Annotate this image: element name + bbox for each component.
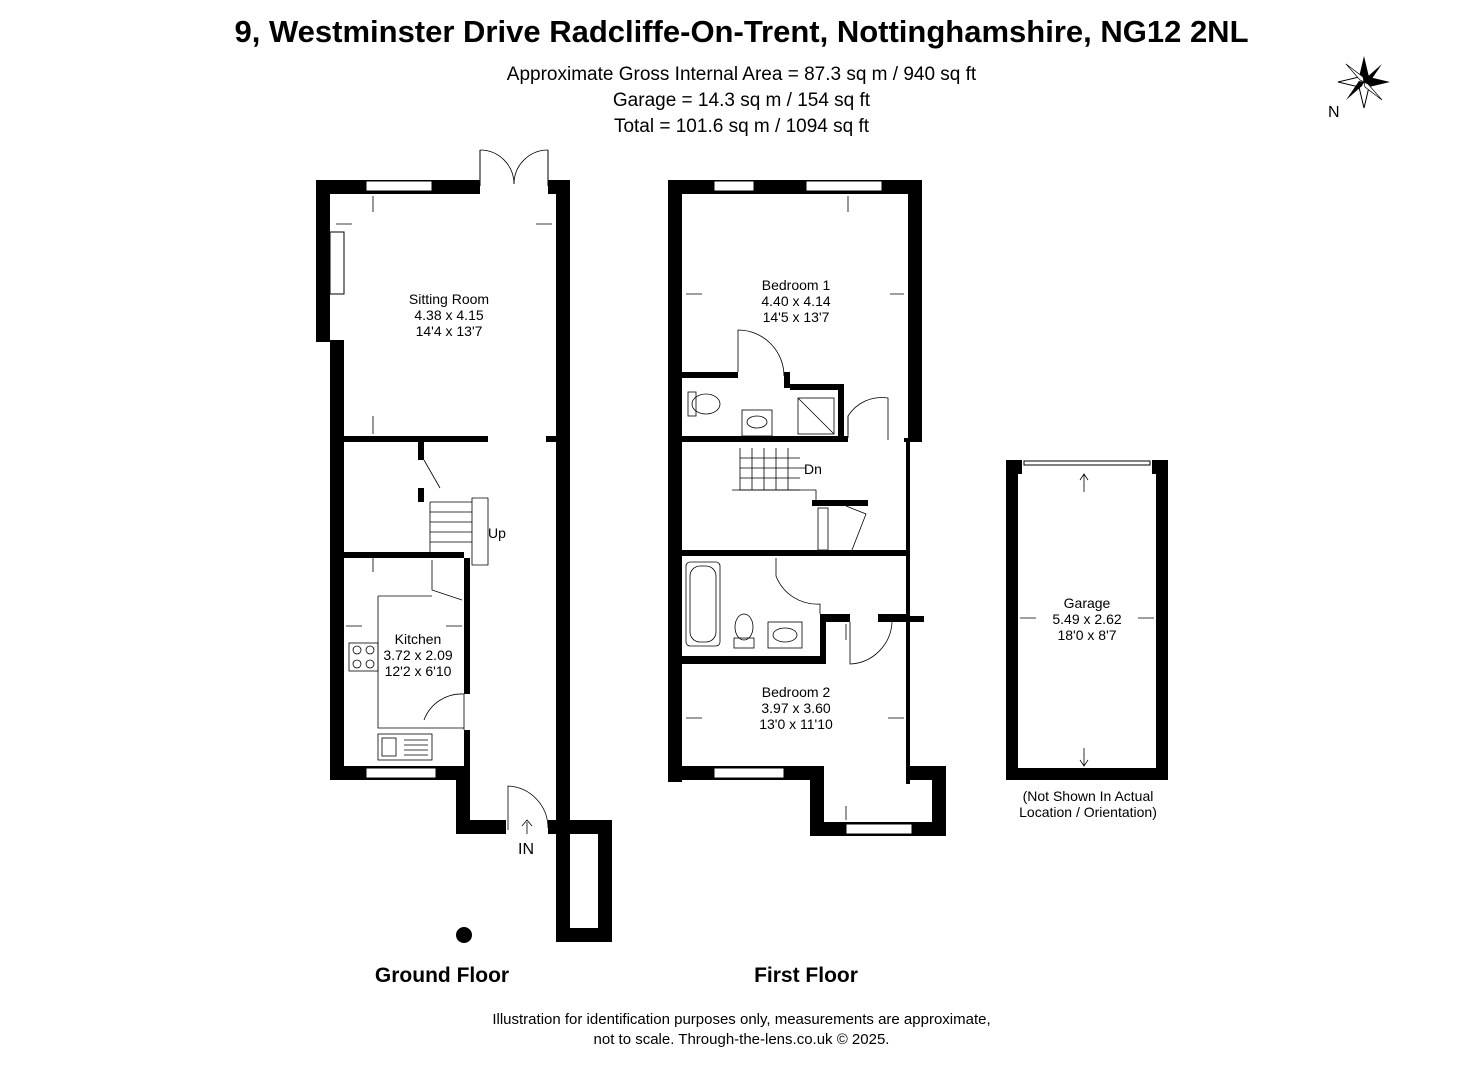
bathroom-toilet-icon [733, 613, 755, 649]
first-floor-label: First Floor [754, 964, 858, 987]
garage-note-line-1: (Not Shown In Actual [1022, 788, 1154, 804]
kitchen-name: Kitchen [394, 631, 442, 647]
garage-name: Garage [1063, 595, 1111, 611]
sitting-room-label: Sitting Room 4.38 x 4.15 14'4 x 13'7 [409, 291, 489, 339]
bedroom-1-label: Bedroom 1 4.40 x 4.14 14'5 x 13'7 [761, 277, 830, 325]
kitchen-metric: 3.72 x 2.09 [383, 647, 453, 663]
ensuite-toilet-icon [687, 391, 721, 417]
entrance-label: IN [518, 841, 534, 858]
total-area: Total = 101.6 sq m / 1094 sq ft [613, 116, 870, 137]
bedroom-1-imperial: 14'5 x 13'7 [762, 309, 830, 325]
bedroom-2-metric: 3.97 x 3.60 [761, 700, 831, 716]
gross-internal-area: Approximate Gross Internal Area = 87.3 s… [506, 64, 977, 85]
garage-area: Garage = 14.3 sq m / 154 sq ft [612, 90, 871, 111]
garage-imperial: 18'0 x 8'7 [1057, 627, 1117, 643]
disclaimer-line-1: Illustration for identification purposes… [492, 1011, 991, 1028]
kitchen-imperial: 12'2 x 6'10 [384, 663, 452, 679]
bathroom-basin-icon [767, 621, 803, 649]
bedroom-2-imperial: 13'0 x 11'10 [759, 716, 833, 732]
shower-tray-icon [797, 397, 835, 435]
garage-note-line-2: Location / Orientation) [1019, 804, 1157, 820]
sitting-room-metric: 4.38 x 4.15 [414, 307, 484, 323]
bedroom-2-name: Bedroom 2 [761, 684, 831, 700]
garage-metric: 5.49 x 2.62 [1052, 611, 1122, 627]
bath-icon [685, 561, 721, 647]
stairs-down-label: Dn [804, 461, 822, 477]
sitting-room-imperial: 14'4 x 13'7 [415, 323, 483, 339]
bedroom-2-label: Bedroom 2 3.97 x 3.60 13'0 x 11'10 [759, 684, 833, 732]
garage-plan [1006, 460, 1168, 780]
ground-floor-label: Ground Floor [374, 964, 510, 987]
first-floor-plan [668, 180, 946, 836]
hob-icon [348, 642, 379, 672]
garage-label: Garage 5.49 x 2.62 18'0 x 8'7 [1052, 595, 1121, 643]
bedroom-1-name: Bedroom 1 [761, 277, 831, 293]
kitchen-sink-icon [377, 733, 433, 761]
stairs-up-label: Up [488, 525, 506, 541]
disclaimer-line-2: not to scale. Through-the-lens.co.uk © 2… [593, 1031, 890, 1048]
compass-rose-icon [1337, 56, 1390, 109]
ensuite-basin-icon [741, 409, 773, 437]
property-address-title: 9, Westminster Drive Radcliffe-On-Trent,… [234, 14, 1249, 49]
garage-location-note: (Not Shown In Actual Location / Orientat… [1019, 788, 1157, 820]
sitting-room-name: Sitting Room [408, 291, 490, 307]
compass-north-label: N [1328, 104, 1340, 121]
kitchen-label: Kitchen 3.72 x 2.09 12'2 x 6'10 [383, 631, 452, 679]
bedroom-1-metric: 4.40 x 4.14 [761, 293, 831, 309]
ground-floor-plan [316, 149, 612, 943]
